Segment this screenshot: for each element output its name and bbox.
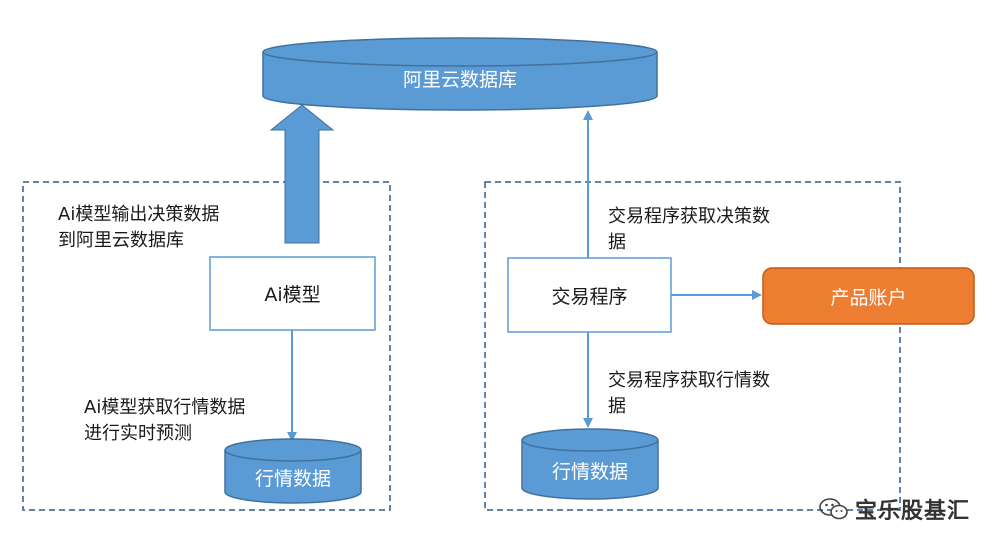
right-group-border (484, 181, 901, 511)
product-account-box (762, 267, 975, 325)
trading-market-label: 交易程序获取行情数 据 (608, 370, 770, 417)
ai-model-label: Ai模型 (264, 284, 321, 306)
upload-block-arrow (269, 104, 335, 244)
left-group-border (22, 181, 391, 511)
watermark-text: 宝乐股基汇 (854, 499, 970, 524)
left-market-data-label: 行情数据 (254, 467, 331, 490)
wechat-icon (819, 498, 848, 520)
watermark: 宝乐股基汇 (819, 493, 970, 525)
ai-fetch-label: Ai模型获取行情数据 进行实时预测 (84, 397, 246, 444)
ai-output-label: Ai模型输出决策数据 到阿里云数据库 (58, 204, 220, 251)
cloud-database-cylinder (262, 37, 658, 111)
product-account-label: 产品账户 (830, 286, 907, 309)
left-market-data-cylinder (224, 438, 362, 504)
right-market-data-cylinder (521, 428, 659, 500)
cloud-database-label: 阿里云数据库 (402, 68, 517, 91)
trading-program-label: 交易程序 (551, 285, 628, 308)
trading-decision-label: 交易程序获取决策数 据 (608, 206, 770, 253)
right-market-data-label: 行情数据 (551, 460, 628, 483)
ai-model-box (209, 256, 376, 331)
